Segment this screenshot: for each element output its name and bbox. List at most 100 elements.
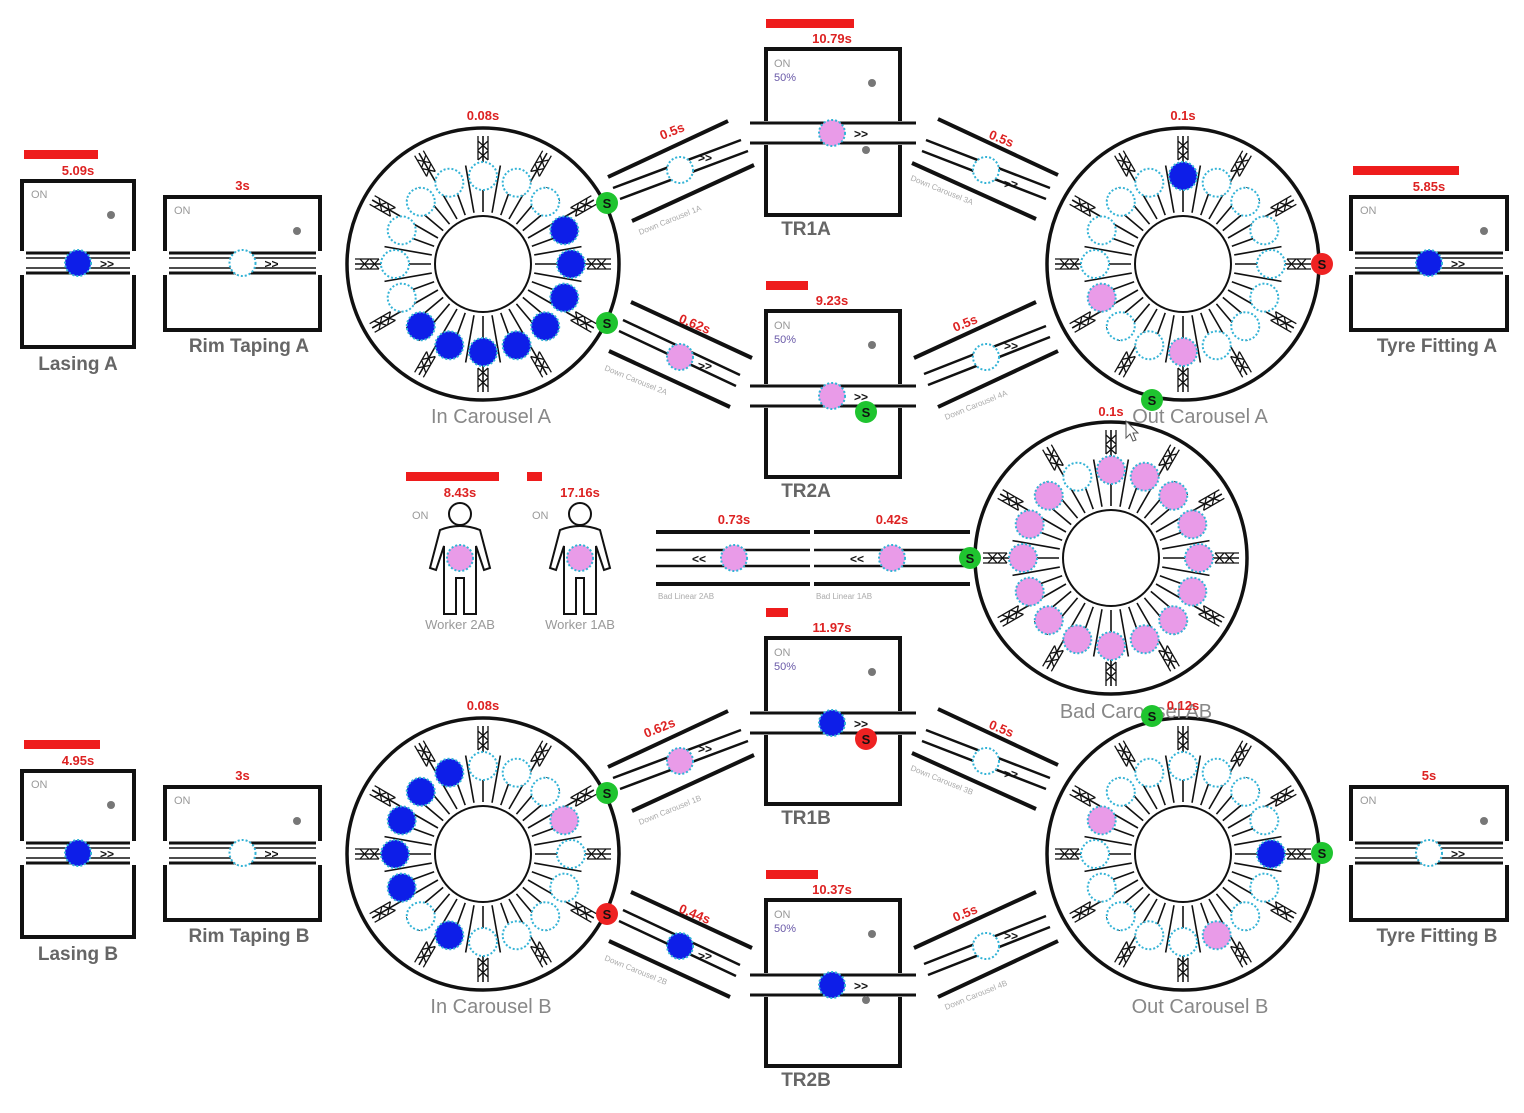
- progress-bar: [24, 740, 100, 749]
- double-chevron-right-icon: >>: [854, 717, 868, 731]
- status-dot-icon: [868, 341, 876, 349]
- wheel-item-pink: [1129, 624, 1160, 655]
- sensor-letter: S: [603, 907, 612, 922]
- empty-slot: [1230, 901, 1261, 932]
- wheel-item-pink: [1158, 480, 1189, 511]
- wheel-item-blue: [549, 215, 580, 246]
- station-label: Tyre Fitting A: [1377, 336, 1498, 357]
- status-dot-icon: [107, 801, 115, 809]
- progress-bar: [766, 19, 854, 28]
- s-sensor-icon[interactable]: S: [1311, 253, 1333, 275]
- double-chevron-right-icon: >>: [698, 949, 712, 963]
- empty-slot: [468, 161, 498, 191]
- tr-station-time: 11.97s: [812, 620, 851, 635]
- status-dot-icon: [868, 79, 876, 87]
- station-label: Lasing A: [38, 354, 118, 375]
- empty-slot: [1134, 167, 1165, 198]
- sensor-letter: S: [1318, 257, 1327, 272]
- empty-slot: [501, 167, 532, 198]
- conveyor-bad-linear-2ab[interactable]: 0.73s Bad Linear 2AB: [656, 512, 810, 601]
- carousel-label-in-a: In Carousel A: [431, 406, 552, 428]
- empty-slot: [666, 156, 694, 184]
- status-on-label: ON: [532, 510, 549, 522]
- wheel-item-blue: [1168, 161, 1198, 191]
- wheel-item-pink: [720, 544, 748, 572]
- double-chevron-right-icon: >>: [854, 979, 868, 993]
- status-dot-icon: [862, 996, 870, 1004]
- wheel-item-blue: [818, 709, 846, 737]
- s-sensor-icon[interactable]: S: [1141, 389, 1163, 411]
- wheel-item-blue: [818, 971, 846, 999]
- carousel-time-in-b: 0.08s: [467, 698, 500, 713]
- station-label: Lasing B: [38, 944, 118, 965]
- tr-station-time: 10.79s: [812, 31, 852, 46]
- carousel-in-b[interactable]: [345, 716, 621, 992]
- empty-slot: [386, 282, 417, 313]
- s-sensor-icon[interactable]: S: [596, 312, 618, 334]
- empty-slot: [1168, 751, 1198, 781]
- s-sensor-icon[interactable]: S: [855, 401, 877, 423]
- empty-slot: [972, 932, 1000, 960]
- empty-slot: [405, 901, 436, 932]
- carousel-in-a[interactable]: [345, 126, 621, 402]
- carousel-out-a[interactable]: [1045, 126, 1321, 402]
- wheel-item-pink: [1086, 805, 1117, 836]
- wheel-item-blue: [530, 311, 561, 342]
- station-label: Rim Taping B: [188, 926, 309, 947]
- double-chevron-right-icon: >>: [698, 359, 712, 373]
- conveyor-label: Down Carousel 1A: [637, 203, 703, 237]
- station-time: 5s: [1422, 768, 1436, 783]
- status-on-label: ON: [1360, 795, 1377, 807]
- conveyor-label: Down Carousel 1B: [637, 794, 702, 827]
- empty-slot: [556, 839, 586, 869]
- s-sensor-icon[interactable]: S: [596, 903, 618, 925]
- double-chevron-right-icon: >>: [1004, 929, 1018, 943]
- s-sensor-icon[interactable]: S: [596, 192, 618, 214]
- carousel-time-in-a: 0.08s: [467, 108, 500, 123]
- s-sensor-icon[interactable]: S: [596, 782, 618, 804]
- double-chevron-right-icon: >>: [698, 151, 712, 165]
- station-time: 3s: [235, 768, 249, 783]
- empty-slot: [1249, 282, 1280, 313]
- s-sensor-icon[interactable]: S: [855, 728, 877, 750]
- tr-station-label: TR1B: [781, 808, 831, 829]
- wheel-item-blue: [666, 932, 694, 960]
- carousel-out-b[interactable]: [1045, 716, 1321, 992]
- double-chevron-right-icon: >>: [854, 390, 868, 404]
- status-dot-icon: [868, 930, 876, 938]
- wheel-item-blue: [434, 757, 465, 788]
- wheel-item-blue: [434, 330, 465, 361]
- s-sensor-icon[interactable]: S: [1141, 705, 1163, 727]
- sensor-letter: S: [1318, 846, 1327, 861]
- empty-slot: [380, 249, 410, 279]
- worker-time: 17.16s: [560, 485, 600, 500]
- double-chevron-right-icon: >>: [1004, 177, 1018, 191]
- s-sensor-icon[interactable]: S: [1311, 842, 1333, 864]
- empty-slot: [228, 839, 257, 867]
- status-on-label: ON: [174, 205, 191, 217]
- empty-slot: [1168, 927, 1198, 957]
- station-time: 5.85s: [1413, 179, 1446, 194]
- sensor-letter: S: [862, 732, 871, 747]
- carousel-bad[interactable]: [973, 420, 1249, 696]
- s-sensor-icon[interactable]: S: [959, 547, 981, 569]
- empty-slot: [549, 872, 580, 903]
- double-chevron-right-icon: >>: [698, 742, 712, 756]
- wheel-item-pink: [1008, 543, 1038, 573]
- progress-bar: [766, 608, 788, 617]
- wheel-item-pink: [818, 119, 846, 147]
- wheel-item-pink: [666, 343, 694, 371]
- empty-slot: [468, 751, 498, 781]
